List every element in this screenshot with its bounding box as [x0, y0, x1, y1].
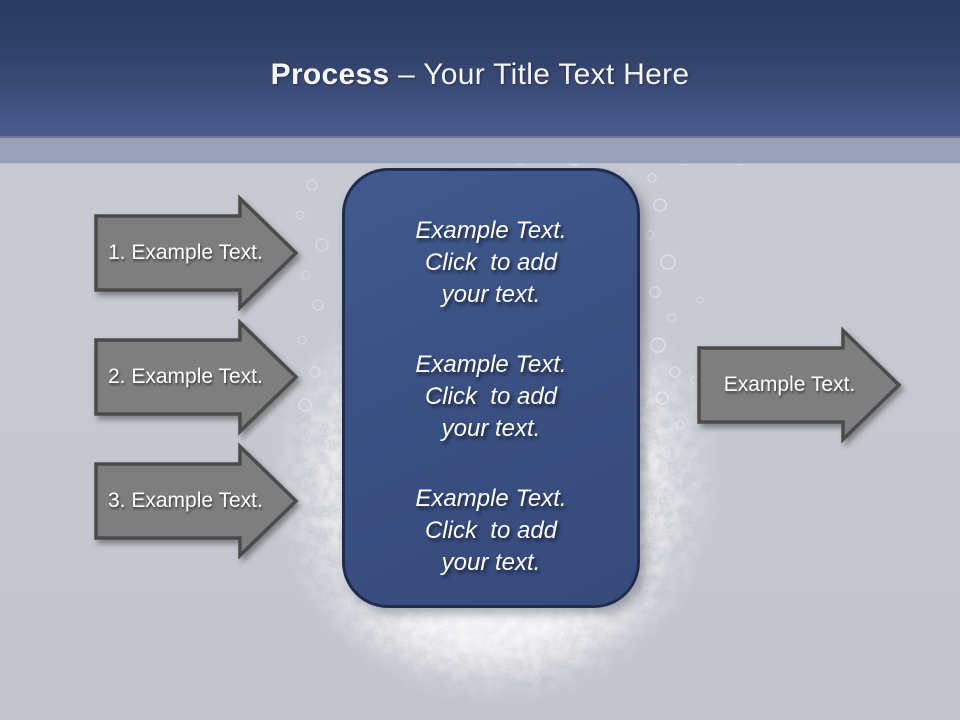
content-box[interactable]: Example Text. Click to add your text. Ex…: [342, 168, 640, 608]
slide-title[interactable]: Process – Your Title Text Here: [271, 44, 690, 92]
result-arrow[interactable]: Example Text.: [697, 326, 902, 444]
text-line: Example Text.: [415, 485, 567, 512]
arrow-label: 1. Example Text.: [108, 241, 263, 264]
process-step-arrow-2[interactable]: 2. Example Text.: [94, 318, 299, 436]
text-line: Click to add: [424, 249, 558, 276]
text-placeholder-3[interactable]: Example Text. Click to add your text.: [363, 483, 619, 579]
text-line: Example Text.: [415, 351, 567, 378]
right-arrow-shape-icon: [94, 318, 299, 436]
text-placeholder-2[interactable]: Example Text. Click to add your text.: [363, 349, 619, 445]
text-placeholder-1[interactable]: Example Text. Click to add your text.: [363, 215, 619, 311]
text-line: Click to add: [424, 383, 558, 410]
text-line: your text.: [441, 415, 541, 442]
text-line: your text.: [441, 281, 541, 308]
arrow-label: 2. Example Text.: [108, 365, 263, 388]
right-arrow-shape-icon: [94, 194, 299, 312]
process-step-arrow-3[interactable]: 3. Example Text.: [94, 442, 299, 560]
text-line: your text.: [441, 549, 541, 576]
process-step-arrow-1[interactable]: 1. Example Text.: [94, 194, 299, 312]
text-line: Click to add: [424, 517, 558, 544]
right-arrow-shape-icon: [94, 442, 299, 560]
right-arrow-shape-icon: [697, 326, 902, 444]
header-divider-band: [0, 136, 960, 164]
text-line: Example Text.: [415, 217, 567, 244]
arrow-label: 3. Example Text.: [108, 489, 263, 512]
arrow-label: Example Text.: [723, 373, 856, 396]
title-keyword: Process: [270, 58, 390, 91]
title-bar: Process – Your Title Text Here: [0, 0, 960, 136]
title-subtitle: – Your Title Text Here: [389, 58, 690, 91]
